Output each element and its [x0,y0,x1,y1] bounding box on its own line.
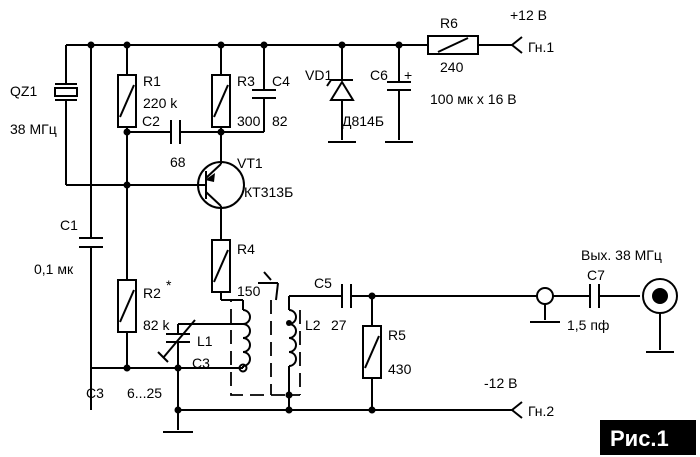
label-c7-value: 1,5 пф [567,317,609,333]
crystal-qz1 [54,45,78,185]
label-l2: L2 [305,317,321,333]
label-vminus: -12 В [484,375,517,391]
label-r2-star: * [166,277,172,293]
inductor-l2 [258,271,342,395]
label-r2-value: 82 k [143,317,170,333]
resistor-r5 [362,296,382,410]
label-r5: R5 [388,327,406,343]
terminal-gn2 [511,401,523,419]
label-c1: C1 [60,217,78,233]
terminal-gn1 [511,36,523,54]
label-r2: R2 [143,285,161,301]
label-output: Вых. 38 МГц [581,247,662,263]
label-c3-near: C3 [192,355,210,371]
junction-dots [87,41,403,414]
label-vt1-value: КТ313Б [244,184,293,200]
label-gn1: Гн.1 [528,39,554,55]
label-qz1-value: 38 МГц [10,121,57,137]
label-l1: L1 [197,333,213,349]
label-c4: C4 [272,73,290,89]
label-c2-value: 68 [170,154,186,170]
capacitor-c4 [221,45,276,133]
resistor-r3 [211,45,231,164]
label-vplus: +12 В [510,7,547,23]
c1-branch [79,45,103,368]
coil-shield [230,299,301,396]
label-c1-value: 0,1 мк [34,261,74,277]
label-c4-value: 82 [272,113,288,129]
label-gn2: Гн.2 [528,403,554,419]
label-qz1: QZ1 [10,83,37,99]
label-vd1-value: Д814Б [342,113,384,129]
capacitor-c6 [385,45,413,143]
label-r3-value: 300 [237,113,261,129]
label-r3: R3 [237,73,255,89]
bottom-rail [90,368,512,433]
resistor-r1 [117,45,137,280]
trimmer-capacitor-c3 [157,319,243,368]
output-connector [530,278,678,353]
figure-badge: Рис.1 [600,420,696,455]
figure-label: Рис.1 [610,426,669,451]
label-vd1: VD1 [305,67,332,83]
label-c6: C6 [370,67,388,83]
capacitor-c2 [127,120,221,144]
label-c2: C2 [142,113,160,129]
resistor-r2 [117,279,137,368]
label-r6: R6 [440,15,458,31]
label-c3-value: 6...25 [127,385,162,401]
resistor-r6 [427,35,479,55]
label-r6-value: 240 [440,59,464,75]
label-r4-value: 150 [237,283,261,299]
zener-diode-vd1 [326,45,356,143]
label-c6-plus: + [404,67,412,83]
label-c7: C7 [587,267,605,283]
inductor-l1 [91,309,251,373]
transistor-vt1 [197,161,245,240]
label-r1: R1 [143,73,161,89]
label-c6-value: 100 мк х 16 В [430,91,517,107]
label-r1-value: 220 k [143,95,178,111]
capacitor-c5 [341,284,530,308]
label-c5: C5 [314,275,332,291]
label-c3: C3 [86,385,104,401]
label-r5-value: 430 [388,361,412,377]
label-r4: R4 [237,241,255,257]
label-vt1: VT1 [237,155,263,171]
label-c5-value: 27 [331,317,347,333]
